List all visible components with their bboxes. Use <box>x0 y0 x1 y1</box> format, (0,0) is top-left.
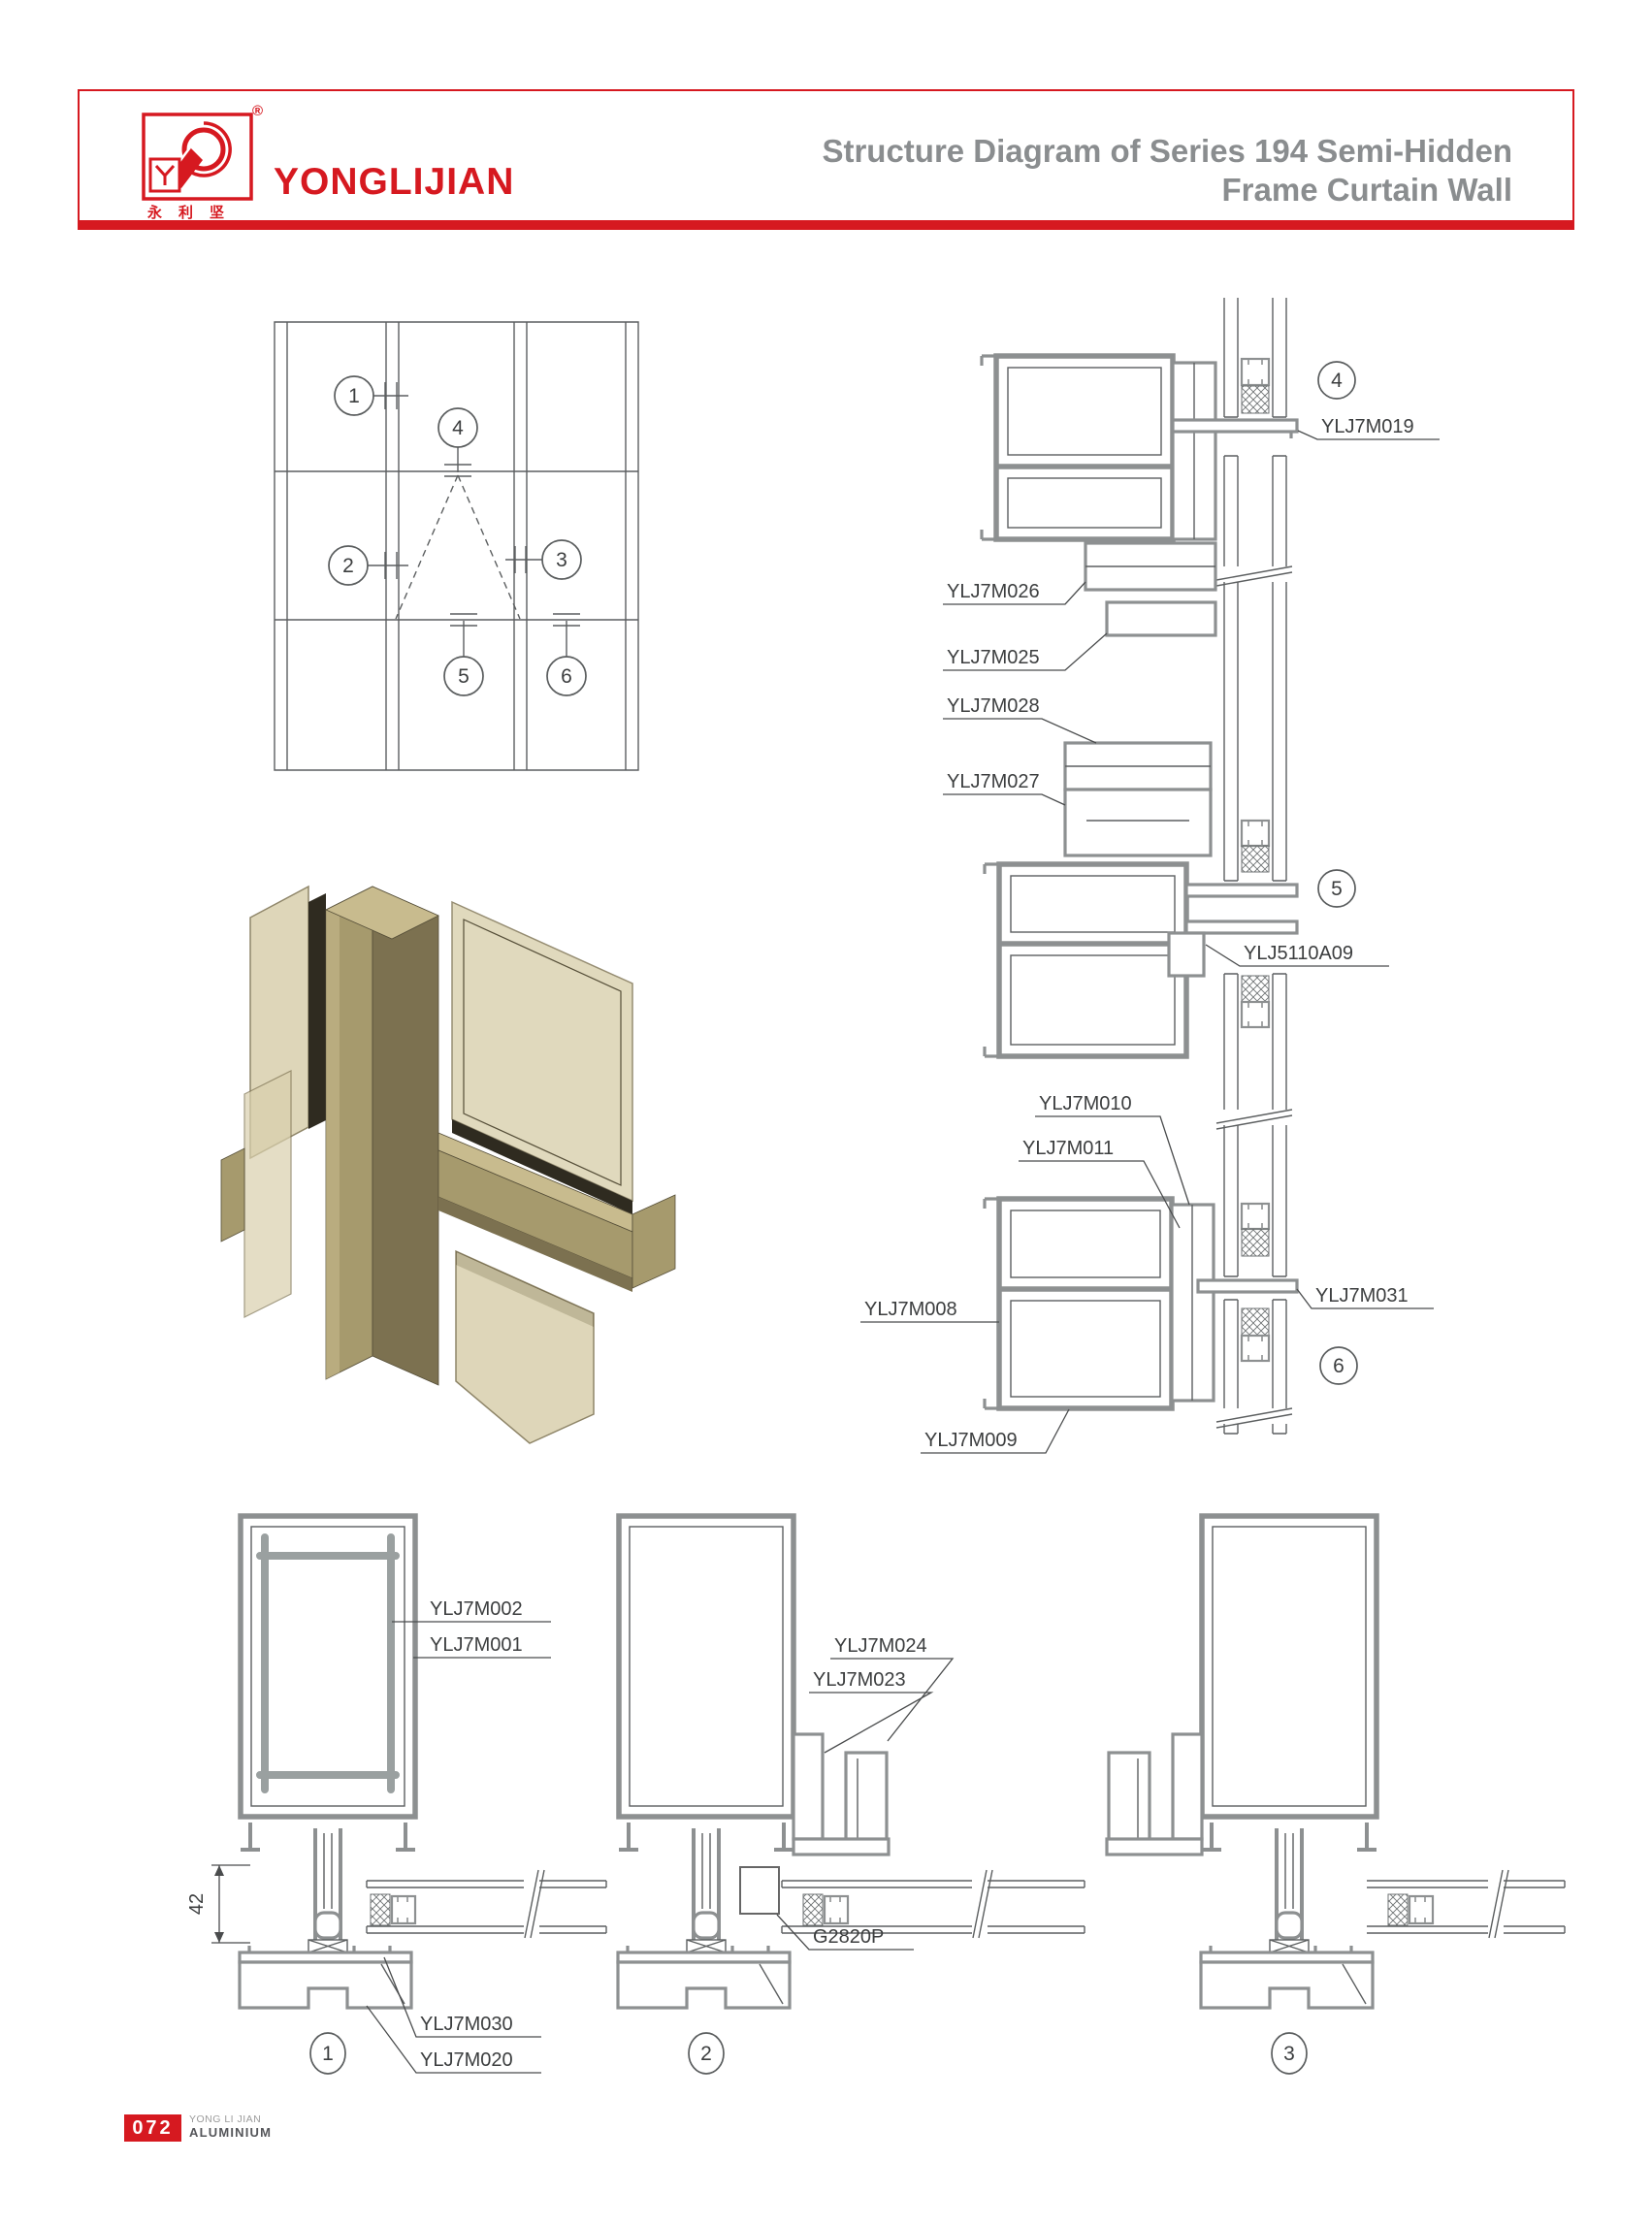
part-label-text: YLJ7M031 <box>1315 1285 1409 1307</box>
profile-ylj7m031 <box>1196 1278 1299 1294</box>
glazing-spacer-blocks <box>1240 357 1271 1363</box>
opening-window-dashes <box>395 474 521 620</box>
part-label-text: YLJ7M011 <box>1022 1138 1114 1159</box>
part-label-text: YLJ7M002 <box>430 1598 523 1620</box>
detail-3-callout: 3 <box>1271 2032 1308 2075</box>
callout-number: 5 <box>1331 878 1343 900</box>
profile-ylj5110a09 <box>1167 931 1206 978</box>
isometric-render <box>220 885 676 1444</box>
part-label-text: YLJ7M009 <box>924 1430 1018 1451</box>
block-g2820p <box>739 1866 780 1915</box>
elevation-diagram: 1 4 2 3 5 6 <box>274 321 639 771</box>
callout-number: 1 <box>348 385 360 407</box>
part-label-g2820p: G2820P <box>776 1914 914 1951</box>
elevation-callout-3: 3 <box>541 539 582 580</box>
brand-name-chinese: 永利坚 <box>147 205 242 221</box>
elevation-callout-4: 4 <box>437 407 478 448</box>
part-label-text: YLJ7M010 <box>1039 1093 1132 1114</box>
part-label-text: YLJ7M025 <box>947 647 1040 668</box>
yonglijian-logo-icon <box>142 113 253 201</box>
dimension-text: 42 <box>186 1893 208 1915</box>
part-label-text: YLJ7M030 <box>420 2014 513 2035</box>
elevation-callout-6: 6 <box>546 656 587 696</box>
part-label-text: YLJ7M023 <box>813 1669 906 1691</box>
part-label-text: YLJ5110A09 <box>1244 943 1353 964</box>
glazing-column <box>1215 298 1293 1435</box>
registered-trademark: ® <box>252 103 264 119</box>
part-label-ylj7m023: YLJ7M023 <box>809 1669 934 1754</box>
part-label-ylj7m009: YLJ7M009 <box>921 1408 1070 1454</box>
section-details-right: 4 YLJ7M019 YLJ7M026 YLJ7M025 <box>860 298 1440 1454</box>
callout-number: 3 <box>556 549 567 571</box>
callout-number: 4 <box>452 417 464 439</box>
glass-run-3 <box>1367 1869 1566 1940</box>
detail-1-callout: 1 <box>309 2032 346 2075</box>
glass-run-1 <box>366 1869 607 1940</box>
part-label-text: YLJ7M020 <box>420 2049 513 2071</box>
callout-number: 5 <box>458 665 470 688</box>
page-number-badge: 072 <box>124 2114 181 2142</box>
footer-company-division: ALUMINIUM <box>189 2125 273 2140</box>
detail-2-callout: 2 <box>688 2032 725 2075</box>
part-label-ylj7m011: YLJ7M011 <box>1019 1138 1181 1229</box>
part-label-ylj7m031: YLJ7M031 <box>1296 1285 1434 1309</box>
part-label-text: YLJ7M028 <box>947 695 1040 717</box>
part-label-text: YLJ7M008 <box>864 1299 957 1320</box>
part-label-ylj7m026: YLJ7M026 <box>943 581 1086 605</box>
part-label-ylj7m030: YLJ7M030 <box>383 1956 541 2038</box>
callout-number: 6 <box>561 665 572 688</box>
glass-run-2 <box>781 1869 1085 1940</box>
page-title: Structure Diagram of Series 194 Semi-Hid… <box>822 132 1512 210</box>
callout-number: 1 <box>322 2043 334 2065</box>
glazing-break-marks <box>1215 565 1293 1429</box>
part-label-ylj7m027: YLJ7M027 <box>943 771 1066 806</box>
part-label-ylj7m020: YLJ7M020 <box>366 2005 541 2074</box>
detail-6-callout: 6 <box>1319 1346 1358 1385</box>
detail-4-callout: 4 <box>1317 361 1356 400</box>
section-details-bottom: 42 1 <box>186 1513 1566 2075</box>
callout-number: 4 <box>1331 370 1343 392</box>
part-label-ylj7m024: YLJ7M024 <box>830 1635 955 1742</box>
detail-6-profiles <box>983 1196 1299 1411</box>
part-label-ylj7m008: YLJ7M008 <box>860 1299 999 1323</box>
elevation-callout-5: 5 <box>443 656 484 696</box>
brand-name: YONGLIJIAN <box>274 161 515 203</box>
page-title-line1: Structure Diagram of Series 194 Semi-Hid… <box>822 133 1512 169</box>
detail-3-profiles <box>1105 1513 1379 2010</box>
part-label-text: YLJ7M027 <box>947 771 1040 792</box>
detail-4-profiles <box>980 353 1299 637</box>
page-title-line2: Frame Curtain Wall <box>1221 172 1513 208</box>
profile-ylj7m019 <box>1171 418 1299 434</box>
callout-number: 3 <box>1283 2043 1295 2065</box>
detail-5-callout: 5 <box>1317 869 1356 908</box>
profile-ylj7m027 <box>1063 788 1213 857</box>
part-label-ylj7m002: YLJ7M002 <box>392 1598 551 1623</box>
part-label-text: YLJ7M026 <box>947 581 1040 602</box>
footer-company: YONG LI JIAN ALUMINIUM <box>189 2113 272 2140</box>
elevation-callout-2: 2 <box>328 545 369 586</box>
page-header: ® YONGLIJIAN 永利坚 Structure Diagram of Se… <box>78 89 1574 230</box>
part-label-text: YLJ7M001 <box>430 1634 523 1656</box>
callout-number: 2 <box>342 555 354 577</box>
callout-number: 2 <box>700 2043 712 2065</box>
elevation-callout-1: 1 <box>334 375 374 416</box>
dimension-42: 42 <box>186 1864 250 1944</box>
part-label-ylj7m001: YLJ7M001 <box>413 1634 551 1659</box>
detail-1-profiles <box>238 1513 418 2010</box>
profile-ylj7m025 <box>1105 600 1217 637</box>
detail-2-profiles <box>616 1513 891 2010</box>
part-label-ylj7m028: YLJ7M028 <box>943 695 1097 744</box>
footer-company-name: YONG LI JIAN <box>189 2113 262 2125</box>
part-label-text: YLJ7M024 <box>834 1635 927 1657</box>
callout-number: 6 <box>1333 1355 1344 1377</box>
profile-ylj7m023 <box>792 1732 825 1841</box>
part-label-ylj5110a09: YLJ5110A09 <box>1205 943 1389 967</box>
part-label-text: G2820P <box>813 1926 884 1948</box>
part-label-text: YLJ7M019 <box>1321 416 1414 437</box>
part-label-ylj7m010: YLJ7M010 <box>1035 1093 1190 1206</box>
part-label-ylj7m019: YLJ7M019 <box>1297 416 1440 440</box>
part-label-ylj7m025: YLJ7M025 <box>943 632 1108 671</box>
detail-5-profiles <box>983 741 1299 1059</box>
